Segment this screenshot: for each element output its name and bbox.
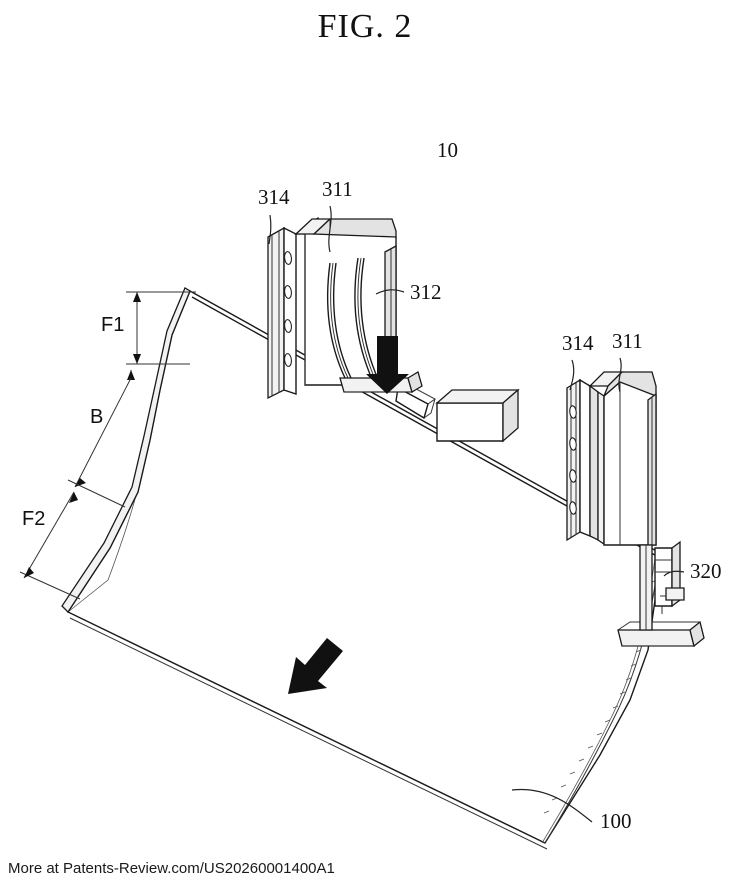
insert-arrow-left xyxy=(366,336,409,394)
leader-lines xyxy=(268,205,685,823)
figure-title: FIG. 2 xyxy=(317,8,413,45)
numeral-100: 100 xyxy=(600,809,632,833)
dimension-label-f1: F1 xyxy=(101,314,124,336)
numeral-320: 320 xyxy=(690,559,722,583)
source-footer: More at Patents-Review.com/US20260001400… xyxy=(8,860,335,877)
bracket-ribs-312 xyxy=(326,257,379,380)
numeral-311-left: 311 xyxy=(322,177,353,201)
reference-numeral-layer: 10 314 311 312 314 311 320 100 xyxy=(258,138,722,833)
latch-clip-320 xyxy=(654,540,685,614)
panel-direction-arrow xyxy=(288,638,343,694)
numeral-311-right: 311 xyxy=(612,329,643,353)
numeral-314-left: 314 xyxy=(258,185,290,209)
dimension-label-f2: F2 xyxy=(22,508,45,530)
numeral-314-right: 314 xyxy=(562,331,594,355)
bracket-left-311 xyxy=(267,216,423,400)
numeral-312: 312 xyxy=(410,280,442,304)
dimension-group xyxy=(19,291,196,600)
dimension-label-layer: F1 B F2 xyxy=(22,314,124,530)
rail-holes-right xyxy=(569,405,577,515)
bracket-right-311 xyxy=(566,371,705,648)
dimension-label-b: B xyxy=(90,406,103,428)
numeral-10: 10 xyxy=(437,138,458,162)
rail-holes-left xyxy=(284,251,292,367)
panel-top-block xyxy=(435,388,520,443)
